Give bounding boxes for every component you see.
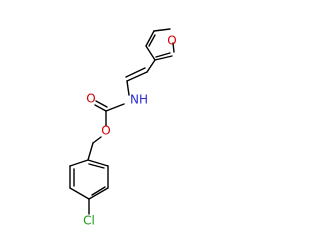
bond-inner (91, 186, 106, 196)
bond (95, 100, 108, 108)
bond (88, 187, 109, 200)
bond (154, 55, 173, 61)
structure-diagram: O NH O O Cl (69, 28, 177, 228)
chlorine-label: Cl (83, 214, 95, 228)
bond (153, 28, 171, 32)
bond (145, 30, 155, 47)
bond (126, 80, 130, 96)
bond (69, 159, 89, 167)
ester-oxygen-label: O (101, 124, 110, 138)
amide-nh-label: NH (130, 93, 148, 107)
bond (94, 104, 107, 112)
bond-inner (155, 52, 171, 58)
bond (87, 159, 109, 167)
bond (92, 136, 102, 144)
furan-ring (145, 28, 175, 61)
bond-inner (125, 67, 146, 78)
bond-inner (88, 163, 105, 169)
bond (87, 142, 94, 161)
bond (105, 103, 125, 112)
bond (146, 59, 156, 73)
bond-inner (148, 34, 156, 47)
furan-oxygen-label: O (167, 34, 176, 48)
bond (145, 45, 156, 61)
benzene-ring (69, 159, 109, 215)
carbonyl-oxygen-label: O (86, 92, 95, 106)
bond (69, 187, 90, 200)
vinyl-chain (125, 59, 156, 96)
bond (172, 42, 175, 53)
carbamate (87, 100, 125, 161)
bond (126, 71, 148, 82)
